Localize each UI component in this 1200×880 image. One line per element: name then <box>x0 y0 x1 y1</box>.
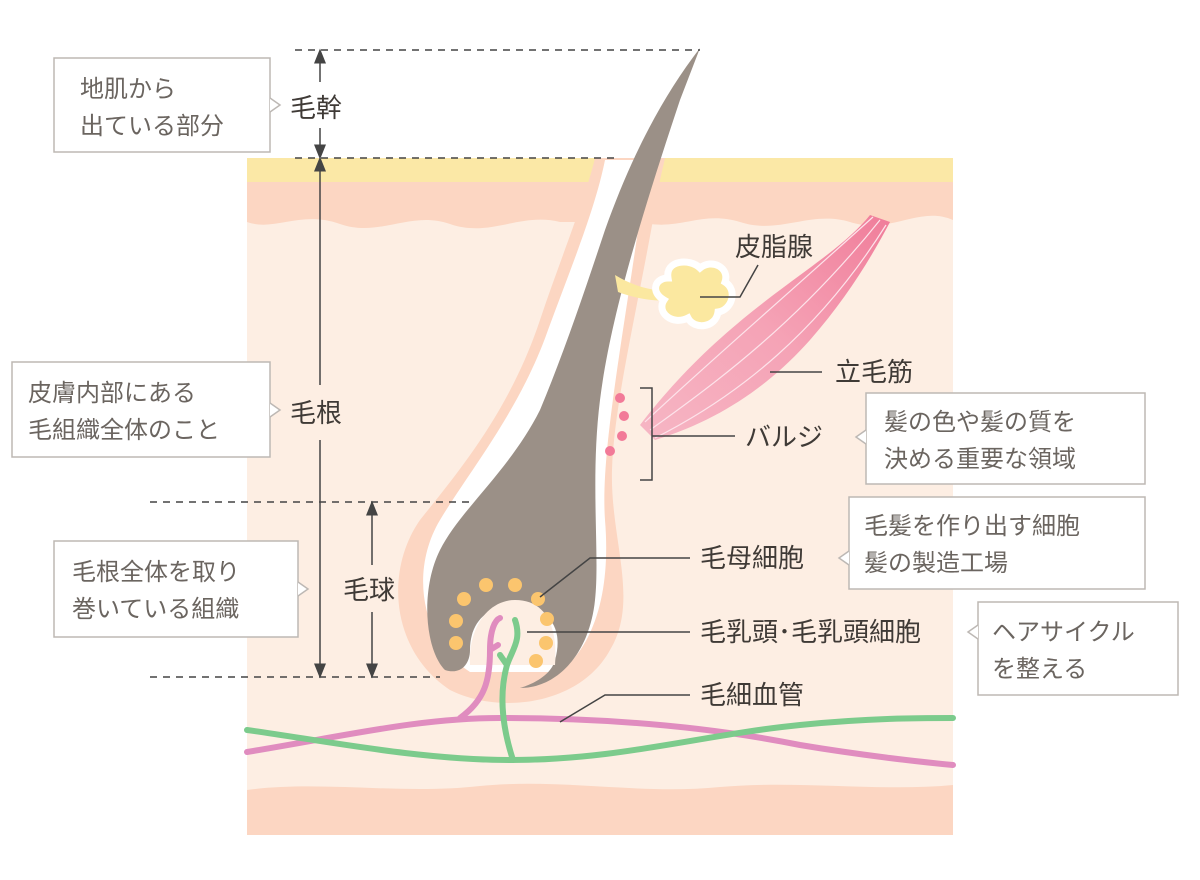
note-box-bulb: 毛根全体を取り 巻いている組織 <box>53 540 310 638</box>
label-hair-bulb: 毛球 <box>343 576 395 606</box>
svg-text:を整える: を整える <box>992 655 1087 683</box>
dimension-arrows <box>314 48 378 679</box>
bulge-cells <box>605 393 629 456</box>
label-matrix-cells: 毛母細胞 <box>700 544 804 574</box>
svg-text:髪の色や髪の質を: 髪の色や髪の質を <box>884 408 1076 436</box>
svg-text:決める重要な領域: 決める重要な領域 <box>884 445 1076 473</box>
hair-shaft <box>427 48 700 688</box>
note-box-bulge: 髪の色や髪の質を 決める重要な領域 <box>854 392 1146 485</box>
label-dermal-papilla: 毛乳頭･毛乳頭細胞 <box>700 618 921 648</box>
label-hair-root: 毛根 <box>290 399 342 429</box>
svg-text:毛組織全体のこと: 毛組織全体のこと <box>28 416 220 444</box>
subcutis-band <box>247 783 953 835</box>
note-box-matrix: 毛髪を作り出す細胞 髪の製造工場 <box>837 496 1146 590</box>
svg-text:毛髪を作り出す細胞: 毛髪を作り出す細胞 <box>864 512 1080 540</box>
svg-text:出ている部分: 出ている部分 <box>80 112 224 140</box>
note-box-root: 皮膚内部にある 毛組織全体のこと <box>11 361 282 458</box>
note-box-shaft: 地肌から 出ている部分 <box>53 57 282 153</box>
svg-text:ヘアサイクル: ヘアサイクル <box>992 618 1135 646</box>
label-sebaceous-gland: 皮脂腺 <box>735 233 813 263</box>
label-bulge: バルジ <box>745 423 823 453</box>
bulge-bracket <box>640 387 653 481</box>
matrix-cells <box>449 578 554 668</box>
note-box-papilla: ヘアサイクル を整える <box>966 601 1179 696</box>
leader-lines <box>527 264 822 723</box>
label-arrector-pili: 立毛筋 <box>835 358 913 388</box>
capillaries <box>244 615 956 768</box>
svg-text:巻いている組織: 巻いている組織 <box>72 595 239 623</box>
guide-lines <box>150 49 700 678</box>
svg-text:皮膚内部にある: 皮膚内部にある <box>28 379 196 407</box>
svg-text:地肌から: 地肌から <box>80 75 176 103</box>
label-hair-shaft: 毛幹 <box>290 94 342 124</box>
arrector-pili-muscle <box>640 215 890 440</box>
label-capillaries: 毛細血管 <box>700 681 804 711</box>
sebaceous-gland <box>615 258 736 330</box>
svg-text:髪の製造工場: 髪の製造工場 <box>864 549 1008 577</box>
svg-text:毛根全体を取り: 毛根全体を取り <box>72 558 240 586</box>
